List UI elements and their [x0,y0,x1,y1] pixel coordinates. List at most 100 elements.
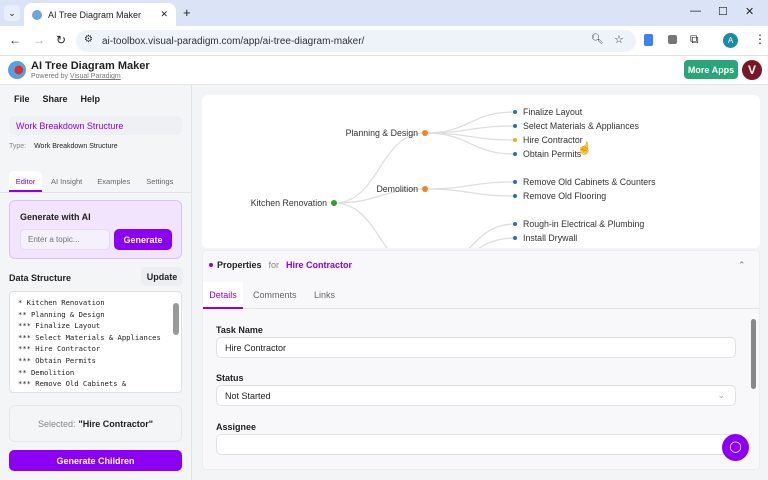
tab-details[interactable]: Details [203,282,243,309]
tree-node-dot[interactable] [513,180,517,184]
chat-button[interactable]: ◯ [722,434,749,461]
bookmark-star-icon[interactable]: ☆ [614,34,624,46]
menu-file[interactable]: File [14,94,30,104]
tree-node-label[interactable]: Demolition [376,184,418,194]
generate-children-button[interactable]: Generate Children [9,450,182,471]
tree-diagram: Kitchen Renovation Planning & Design Final… [251,107,656,248]
tree-node-dot[interactable] [513,110,517,114]
tab-links[interactable]: Links [314,290,336,300]
minimize-icon[interactable]: — [690,5,701,17]
tree-node-dot[interactable] [422,186,428,192]
close-tab-icon[interactable]: ✕ [160,9,168,19]
generate-button[interactable]: Generate [114,229,172,250]
topic-input[interactable] [20,229,110,250]
textarea-scrollbar[interactable] [173,293,179,391]
type-label: Type: [9,143,27,150]
tree-node-dot[interactable] [513,236,517,240]
selected-label: Selected: [37,418,76,429]
tree-link [333,202,388,248]
tab-comments[interactable]: Comments [253,290,297,300]
tab-ai-insight[interactable]: AI Insight [51,177,83,186]
tab-title: AI Tree Diagram Maker [48,9,142,20]
url-text: ai-toolbox.visual-paradigm.com/app/ai-tr… [102,35,365,47]
extension-icon[interactable] [668,35,677,44]
site-settings-icon[interactable]: ⚙ [84,34,93,45]
data-structure-line: Counters [18,390,181,392]
tree-node-label[interactable]: Remove Old Flooring [523,191,606,201]
more-apps-button[interactable]: More Apps [684,60,738,79]
properties-for: for [268,260,280,270]
tree-node-dot[interactable] [513,194,517,198]
tree-node-dot[interactable] [513,124,517,128]
update-button[interactable]: Update [141,267,183,286]
browser-tab-bar: ⌄ AI Tree Diagram Maker ✕ + — ☐ ✕ [0,0,768,26]
tab-editor[interactable]: Editor [9,171,42,192]
tree-node-label[interactable]: Remove Old Cabinets & Counters [523,177,656,187]
tree-link [424,132,516,155]
data-structure-line: *** Finalize Layout [18,321,101,331]
back-icon[interactable]: ← [9,33,21,47]
visual-paradigm-link[interactable]: Visual Paradigm [69,73,121,80]
browser-menu-icon[interactable]: ⋮ [754,32,766,46]
tree-node-label[interactable]: Rough-in Electrical & Plumbing [523,219,644,229]
assignee-input[interactable] [216,434,736,455]
reload-icon[interactable]: ↻ [56,33,67,47]
tree-link [333,132,426,204]
tree-node-dot[interactable] [513,138,517,142]
tab-examples[interactable]: Examples [97,177,131,186]
new-tab-icon[interactable]: + [183,5,191,20]
browser-tab[interactable]: AI Tree Diagram Maker ✕ [24,3,176,26]
extensions-puzzle-icon[interactable]: ⧉ [690,32,699,46]
extension-icon[interactable] [644,34,653,46]
status-value: Not Started [225,390,271,401]
url-field[interactable]: ⚙ ai-toolbox.visual-paradigm.com/app/ai-… [76,30,636,52]
data-structure-textarea[interactable]: * Kitchen Renovation** Planning & Design… [9,291,182,393]
forward-icon[interactable]: → [33,33,45,47]
properties-panel: Properties for Hire Contractor ⌃ Details… [202,250,760,470]
menu-help[interactable]: Help [80,94,101,104]
close-window-icon[interactable]: ✕ [745,6,755,18]
tree-node-dot[interactable] [331,200,337,206]
tab-search-button[interactable]: ⌄ [4,5,20,21]
data-structure-line: *** Obtain Permits [18,355,96,365]
tree-node-dot[interactable] [513,222,517,226]
tree-node-label[interactable]: Obtain Permits [523,149,582,159]
tree-link [478,237,516,248]
zoom-icon[interactable]: 🔍︎ [591,34,604,45]
data-structure-line: *** Select Materials & Appliances [18,332,161,342]
user-avatar[interactable]: V [742,60,762,80]
tree-link [424,188,516,197]
tree-node-label[interactable]: Hire Contractor [523,135,583,145]
profile-avatar[interactable]: A [723,33,738,48]
maximize-icon[interactable]: ☐ [718,6,728,18]
tree-link [468,223,516,248]
tree-link [424,181,516,190]
generate-title: Generate with AI [20,212,91,222]
tree-node-label[interactable]: Kitchen Renovation [251,198,327,208]
tree-node-label[interactable]: Select Materials & Appliances [523,121,639,131]
properties-node-name: Hire Contractor [286,260,353,270]
tab-settings[interactable]: Settings [146,177,174,186]
data-structure-line: *** Hire Contractor [18,344,101,354]
assignee-label: Assignee [216,422,257,432]
task-name-label: Task Name [216,325,263,335]
app-title: AI Tree Diagram Maker [31,60,150,72]
diagram-name-field[interactable]: Work Breakdown Structure [9,116,182,135]
tree-node-label[interactable]: Planning & Design [346,128,418,138]
collapse-chevron-icon[interactable]: ⌃ [738,260,746,270]
tree-node-dot[interactable] [513,152,517,156]
tree-diagram-canvas[interactable]: Kitchen Renovation Planning & Design Final… [202,95,760,248]
app-logo-icon [8,61,26,79]
address-bar: ← → ↻ ⚙ ai-toolbox.visual-paradigm.com/a… [0,26,768,56]
menu-share[interactable]: Share [42,94,68,104]
properties-scrollbar[interactable] [751,309,756,469]
data-structure-line: * Kitchen Renovation [18,298,105,307]
chevron-down-icon: ⌄ [717,390,725,400]
status-label: Status [216,373,244,383]
data-structure-line: ** Demolition [18,367,75,377]
task-name-input[interactable]: Hire Contractor [216,337,736,358]
tree-node-label[interactable]: Install Drywall [523,233,577,243]
tree-node-dot[interactable] [422,130,428,136]
tree-node-label[interactable]: Finalize Layout [523,107,583,117]
status-select[interactable]: Not Started ⌄ [216,385,736,406]
